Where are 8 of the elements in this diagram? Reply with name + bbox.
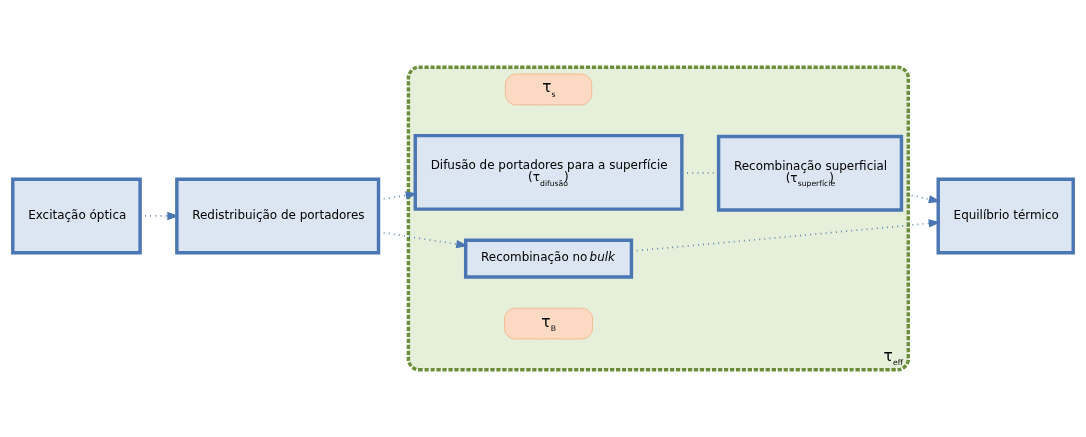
node-box: Excitação óptica [11, 177, 142, 255]
node-box: τ$_{s}$ [504, 73, 593, 106]
node-box: Equilíbrio térmico [936, 177, 1075, 255]
node-box: τ$_{B}$ [504, 307, 593, 340]
node-box: Difusão de portadores para a superfície (τ$_{difusão}$) [413, 133, 684, 211]
node-box: Redistribuição de portadores [175, 177, 381, 255]
node-box: Recombinação superficial (τ$_{superfície}$) [716, 134, 904, 212]
node-box: Recombinação no bulk [463, 238, 634, 279]
